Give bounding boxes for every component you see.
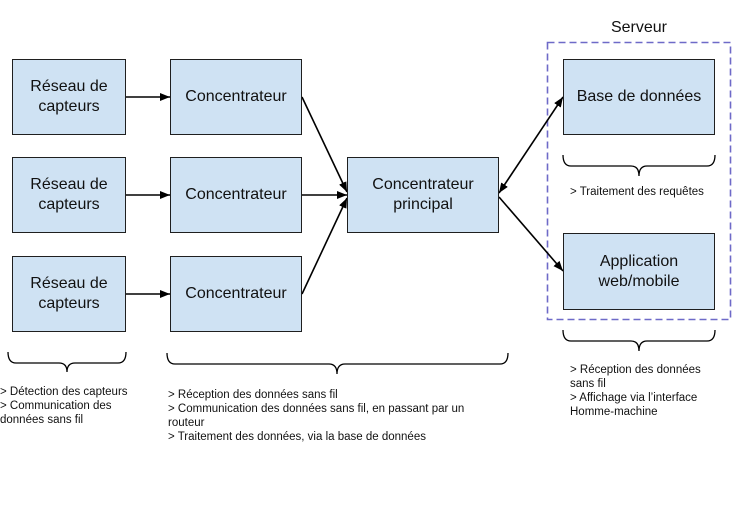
note-line: > Communication des données sans fil, en… [168, 403, 465, 429]
brace-app [562, 329, 716, 352]
node-label: Concentrateur [185, 186, 287, 203]
node-label: Base de données [576, 88, 702, 105]
arrow-hub-3-to-main-hub [301, 197, 348, 295]
note-line: > Réception des données sans fil [168, 389, 338, 401]
brace-hubs [166, 352, 509, 375]
brace-sensors [7, 351, 127, 373]
note-line: > Affichage via l’interface Homme-machin… [570, 392, 698, 418]
node-hub-1: Concentrateur [170, 59, 302, 135]
node-hub-2: Concentrateur [170, 157, 302, 233]
node-label: Concentrateur [185, 285, 287, 302]
note-line: > Détection des capteurs [0, 386, 128, 398]
node-main-hub: Concentrateur principal [347, 157, 499, 233]
arrow-main-hub-to-app [498, 196, 564, 272]
node-label: Réseau de capteurs [30, 78, 108, 115]
node-sensor-network-1: Réseau de capteurs [12, 59, 126, 135]
node-label: Réseau de capteurs [30, 275, 108, 312]
node-label: Concentrateur [185, 88, 287, 105]
note-line: > Réception des données sans fil [570, 364, 701, 390]
note-sensors: > Détection des capteurs > Communication… [0, 385, 136, 427]
arrow-main-hub-database-bidirectional [498, 96, 564, 194]
note-line: > Communication des données sans fil [0, 400, 112, 426]
node-label: Réseau de capteurs [30, 176, 108, 213]
note-line: > Traitement des requêtes [570, 186, 704, 198]
node-label: Concentrateur principal [372, 176, 474, 213]
node-label: Application web/mobile [598, 252, 680, 290]
note-line: > Traitement des données, via la base de… [168, 431, 426, 443]
node-database: Base de données [563, 59, 715, 135]
note-app: > Réception des données sans fil > Affic… [570, 363, 715, 419]
note-database: > Traitement des requêtes [570, 185, 720, 199]
node-sensor-network-2: Réseau de capteurs [12, 157, 126, 233]
node-sensor-network-3: Réseau de capteurs [12, 256, 126, 332]
server-title: Serveur [610, 19, 668, 36]
node-web-mobile-app: Application web/mobile [563, 233, 715, 310]
note-hubs: > Réception des données sans fil > Commu… [168, 388, 483, 444]
brace-database [562, 154, 716, 177]
node-hub-3: Concentrateur [170, 256, 302, 332]
arrow-hub-1-to-main-hub [301, 96, 348, 193]
